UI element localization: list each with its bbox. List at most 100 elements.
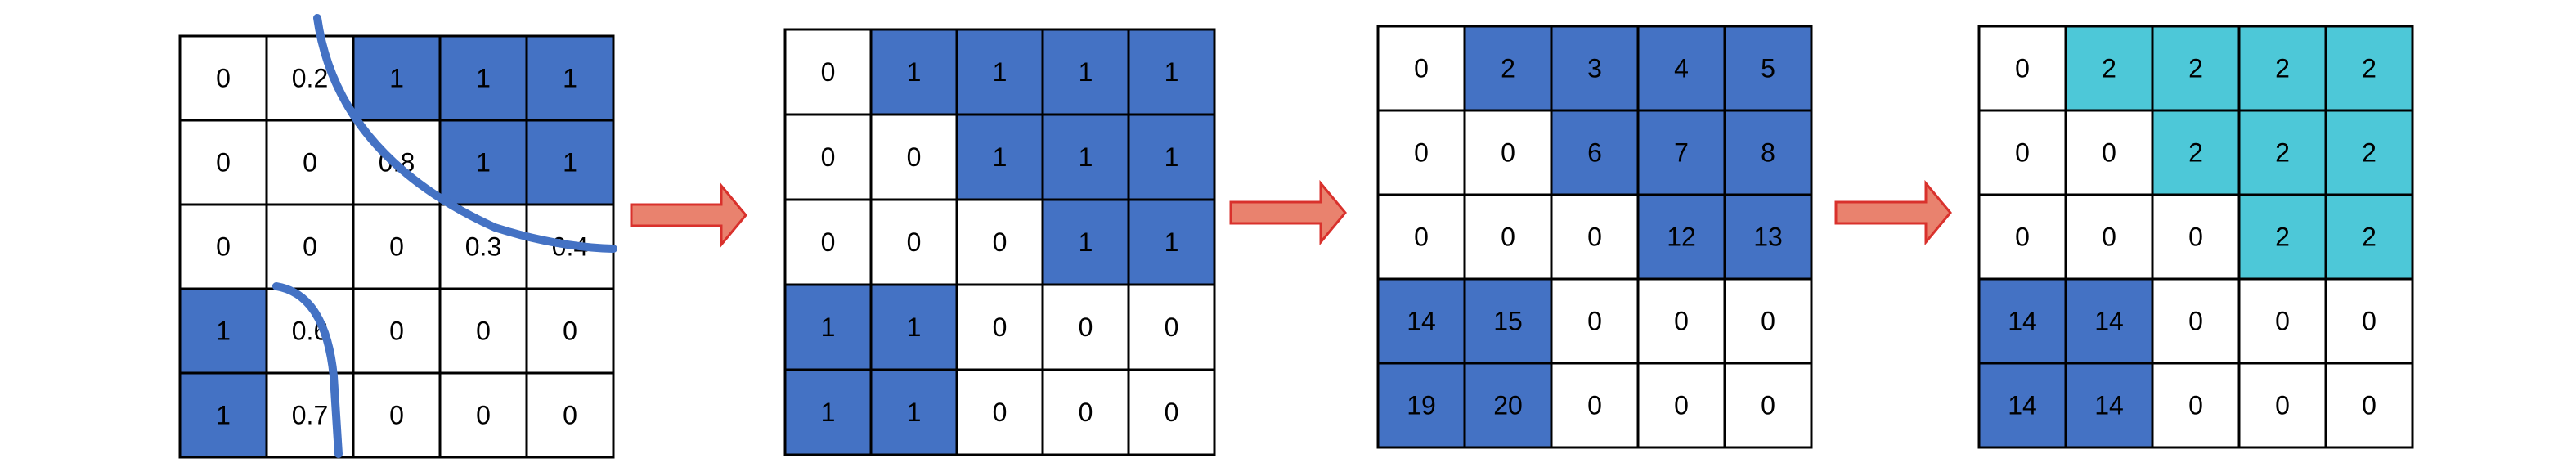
cell-value: 0 bbox=[389, 317, 404, 346]
cell-background bbox=[2324, 193, 2414, 281]
cell-background bbox=[2064, 25, 2154, 112]
grid-cell: 0 bbox=[1636, 277, 1726, 365]
cell-value: 6 bbox=[1587, 138, 1602, 168]
boundary-curve-lower bbox=[272, 282, 343, 458]
cell-background bbox=[2151, 193, 2241, 281]
grid-cell: 0.2 bbox=[265, 34, 355, 122]
grid-cell: 0 bbox=[352, 203, 442, 290]
cell-value: 1 bbox=[821, 398, 836, 427]
grid-cell: 0 bbox=[178, 119, 268, 206]
cell-value: 14 bbox=[2008, 391, 2037, 420]
cell-background bbox=[2324, 277, 2414, 365]
cell-value: 13 bbox=[1753, 223, 1783, 252]
grid-cell: 1 bbox=[525, 34, 615, 122]
cell-value: 0 bbox=[1414, 223, 1429, 252]
grid-cell: 0 bbox=[2151, 277, 2241, 365]
cell-background bbox=[352, 203, 442, 290]
grid-cell: 5 bbox=[1723, 25, 1813, 112]
cell-value: 0 bbox=[2102, 223, 2116, 252]
cell-value: 14 bbox=[2094, 307, 2124, 336]
cell-background bbox=[2064, 193, 2154, 281]
grid-cell: 0 bbox=[1041, 368, 1130, 456]
cell-value: 1 bbox=[476, 148, 491, 178]
cell-background bbox=[1463, 277, 1553, 365]
cell-background bbox=[2064, 109, 2154, 196]
grid-cell: 14 bbox=[2064, 362, 2154, 449]
cell-background bbox=[352, 287, 442, 375]
cell-background bbox=[2237, 362, 2327, 449]
grid-cell: 2 bbox=[2324, 109, 2414, 196]
cell-background bbox=[783, 283, 873, 371]
grid-cell: 1 bbox=[1127, 198, 1216, 286]
grid-cell: 2 bbox=[1463, 25, 1553, 112]
grid-cell: 0 bbox=[352, 371, 442, 459]
cell-value: 0 bbox=[216, 148, 231, 178]
cell-background bbox=[955, 198, 1044, 286]
grid-cell: 2 bbox=[2064, 25, 2154, 112]
grid-cell: 0 bbox=[1550, 193, 1640, 281]
grid-cell: 0 bbox=[438, 287, 528, 375]
grid-cell: 13 bbox=[1723, 193, 1813, 281]
cell-value: 0 bbox=[1674, 391, 1689, 420]
cell-background bbox=[1977, 109, 2067, 196]
cell-value: 0 bbox=[993, 398, 1008, 427]
cell-value: 0 bbox=[1587, 223, 1602, 252]
grid-cell: 0 bbox=[1636, 362, 1726, 449]
cell-value: 2 bbox=[2275, 138, 2290, 168]
right-arrow-icon bbox=[1834, 179, 1952, 246]
cell-value: 14 bbox=[2094, 391, 2124, 420]
grid-cell: 0 bbox=[265, 203, 355, 290]
cell-background bbox=[525, 371, 615, 459]
grid-cell: 3 bbox=[1550, 25, 1640, 112]
cell-value: 0 bbox=[2362, 391, 2376, 420]
grid-cell: 0 bbox=[955, 198, 1044, 286]
grid-cell: 0 bbox=[783, 198, 873, 286]
cell-value: 2 bbox=[2275, 54, 2290, 83]
cell-value: 0 bbox=[2015, 54, 2030, 83]
grid-cell: 0 bbox=[2237, 362, 2327, 449]
cell-background bbox=[1723, 362, 1813, 449]
cell-background bbox=[869, 198, 958, 286]
cell-value: 0 bbox=[1165, 312, 1179, 342]
cell-background bbox=[1376, 277, 1466, 365]
cell-value: 1 bbox=[1079, 227, 1093, 257]
cell-value: 0 bbox=[476, 401, 491, 430]
grid-cell: 0 bbox=[2064, 109, 2154, 196]
cell-background bbox=[1463, 109, 1553, 196]
grid-cell: 14 bbox=[2064, 277, 2154, 365]
cell-value: 1 bbox=[216, 317, 231, 346]
grid-cell: 0 bbox=[2237, 277, 2327, 365]
cell-background bbox=[1550, 277, 1640, 365]
grid-cell: 1 bbox=[783, 368, 873, 456]
grid-cell: 1 bbox=[525, 119, 615, 206]
cell-background bbox=[1127, 113, 1216, 201]
grid-cell: 6 bbox=[1550, 109, 1640, 196]
grid-cell: 0 bbox=[1376, 25, 1466, 112]
grid-cell: 1 bbox=[1127, 113, 1216, 201]
cell-value: 0 bbox=[2188, 307, 2203, 336]
cell-background bbox=[178, 34, 268, 122]
right-arrow-icon bbox=[1229, 179, 1347, 246]
cell-value: 14 bbox=[2008, 307, 2037, 336]
cell-value: 2 bbox=[2362, 54, 2376, 83]
grid-cell: 14 bbox=[1977, 362, 2067, 449]
cell-value: 0 bbox=[1587, 391, 1602, 420]
grid-cell: 0 bbox=[178, 203, 268, 290]
grid-cell: 0 bbox=[1376, 109, 1466, 196]
cell-value: 1 bbox=[389, 64, 404, 93]
cell-value: 2 bbox=[2362, 223, 2376, 252]
cell-value: 1 bbox=[1079, 57, 1093, 87]
cell-background bbox=[869, 283, 958, 371]
grid-cell: 0 bbox=[955, 368, 1044, 456]
cell-value: 0 bbox=[2362, 307, 2376, 336]
grid-cell: 7 bbox=[1636, 109, 1726, 196]
cell-background bbox=[178, 371, 268, 459]
cell-value: 1 bbox=[1079, 142, 1093, 172]
cell-value: 0 bbox=[2015, 138, 2030, 168]
cell-value: 0 bbox=[2188, 223, 2203, 252]
cell-value: 1 bbox=[993, 142, 1008, 172]
grid-cell: 0 bbox=[1723, 277, 1813, 365]
boundary-curve-upper bbox=[313, 14, 617, 253]
